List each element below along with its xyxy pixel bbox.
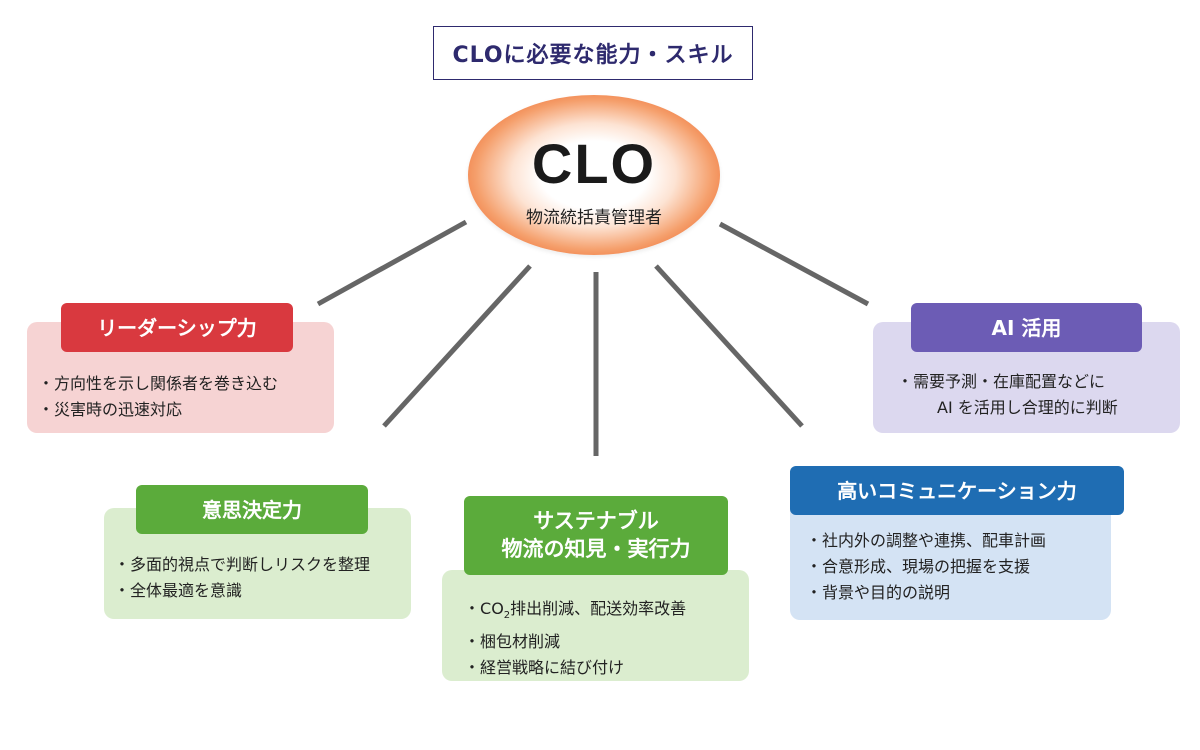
sustainable-label: サステナブル 物流の知見・実行力: [464, 496, 728, 575]
list-item: CO2排出削減、配送効率改善: [464, 596, 686, 629]
list-item: 社内外の調整や連携、配車計画: [806, 528, 1046, 554]
list-item: 合意形成、現場の把握を支援: [806, 554, 1046, 580]
list-item: 経営戦略に結び付け: [464, 655, 686, 681]
communication-list: 社内外の調整や連携、配車計画 合意形成、現場の把握を支援 背景や目的の説明: [806, 528, 1046, 606]
leadership-list: 方向性を示し関係者を巻き込む 災害時の迅速対応: [38, 371, 278, 423]
center-subtitle: 物流統括責管理者: [526, 208, 662, 228]
page-title: CLOに必要な能力・スキル: [433, 26, 753, 80]
sustainable-list: CO2排出削減、配送効率改善 梱包材削減 経営戦略に結び付け: [464, 596, 686, 681]
list-item: 多面的視点で判断しリスクを整理: [114, 552, 370, 578]
line-to-leadership: [316, 219, 468, 307]
ai-text-line-1: 需要予測・在庫配置などに: [913, 372, 1106, 391]
leadership-label: リーダーシップ力: [61, 303, 293, 352]
ai-label: AI 活用: [911, 303, 1142, 352]
list-item: ・需要予測・在庫配置などに: [897, 372, 1106, 391]
communication-label: 高いコミュニケーション力: [790, 466, 1124, 515]
line-to-decision: [382, 264, 532, 428]
list-item: 災害時の迅速対応: [38, 397, 278, 423]
list-item: 全体最適を意識: [114, 578, 370, 604]
list-item: 方向性を示し関係者を巻き込む: [38, 371, 278, 397]
ai-text-line-2: AI を活用し合理的に判断: [937, 398, 1118, 417]
list-item: 背景や目的の説明: [806, 580, 1046, 606]
list-item: 梱包材削減: [464, 629, 686, 655]
co2-rest: 排出削減、配送効率改善: [510, 599, 687, 618]
list-item-continuation: AI を活用し合理的に判断: [897, 395, 1118, 421]
line-to-communication: [654, 264, 804, 428]
ai-list: ・需要予測・在庫配置などに AI を活用し合理的に判断: [897, 369, 1118, 421]
decision-label: 意思決定力: [136, 485, 368, 534]
co2-subscript: 2: [503, 610, 511, 622]
sustainable-label-line-1: サステナブル: [533, 509, 659, 534]
center-node-clo: CLO 物流統括責管理者: [468, 95, 720, 255]
sustainable-label-line-2: 物流の知見・実行力: [501, 536, 691, 561]
co2-prefix: CO: [480, 599, 504, 618]
line-to-ai: [718, 221, 870, 307]
center-title: CLO: [531, 132, 657, 195]
decision-list: 多面的視点で判断しリスクを整理 全体最適を意識: [114, 552, 370, 604]
